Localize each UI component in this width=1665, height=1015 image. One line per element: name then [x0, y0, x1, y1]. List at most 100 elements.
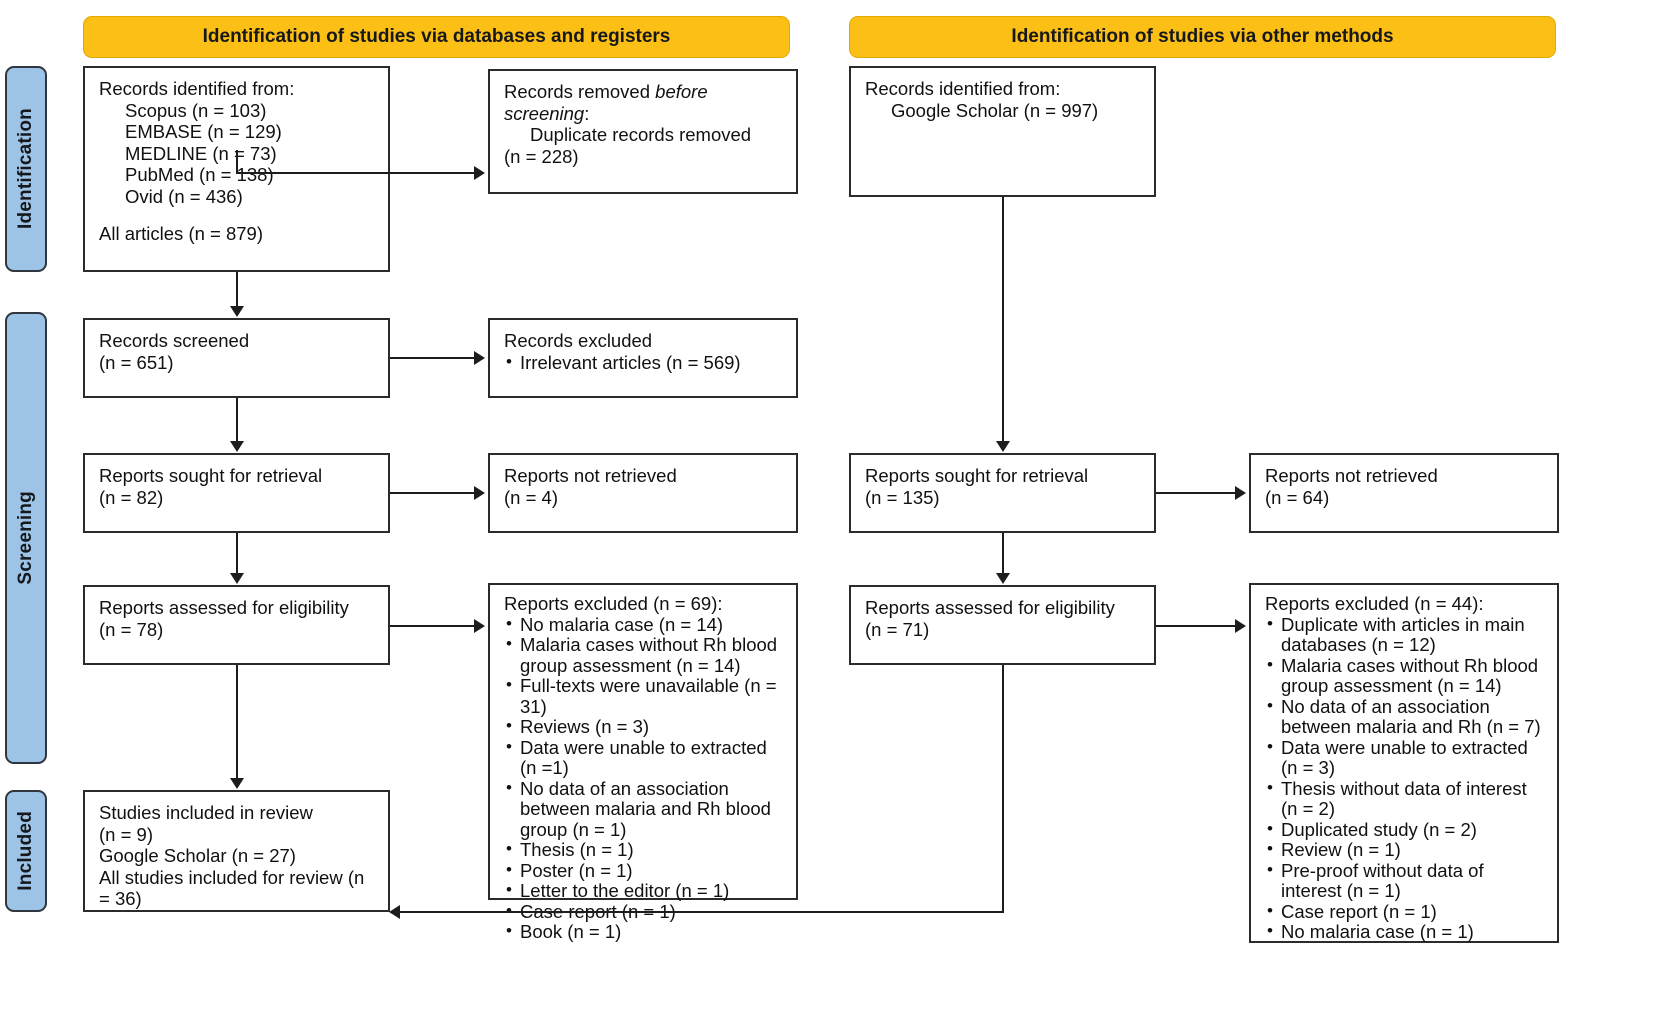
records-identified-title: Records identified from: — [99, 78, 295, 99]
records-removed-detail1: Duplicate records removed — [530, 124, 752, 145]
reports-excluded-left-bullet-0: No malaria case (n = 14) — [504, 614, 784, 636]
reports-excluded-right-bullet-9: No malaria case (n = 1) — [1265, 921, 1545, 943]
connector-right-assessed-to-included — [400, 911, 1004, 913]
section-header-right: Identification of studies via other meth… — [849, 16, 1556, 58]
reports-excluded-left-title: Reports excluded (n = 69): — [504, 593, 723, 614]
connector-sought-to-not-retrieved — [390, 492, 474, 494]
reports-excluded-left-bullet-7: Poster (n = 1) — [504, 860, 784, 882]
stage-label-identification: Identification — [5, 66, 47, 272]
records-identified-source-0: Scopus (n = 103) — [125, 99, 267, 121]
reports-not-retrieved-left-title: Reports not retrieved — [504, 465, 677, 486]
reports-excluded-left-bullet-8: Letter to the editor (n = 1) — [504, 880, 784, 902]
reports-sought-right-title: Reports sought for retrieval — [865, 465, 1089, 486]
reports-excluded-right-bullet-3: Data were unable to extracted (n = 3) — [1265, 737, 1545, 779]
stage-label-included: Included — [5, 790, 47, 912]
records-removed-line2: screening: — [504, 103, 784, 125]
box-studies-included: Studies included in review (n = 9) Googl… — [83, 790, 390, 912]
box-records-excluded: Records excluded Irrelevant articles (n … — [488, 318, 798, 398]
section-header-left: Identification of studies via databases … — [83, 16, 790, 58]
connector-sought-to-assessed — [236, 533, 238, 573]
reports-not-retrieved-right-count: (n = 64) — [1265, 486, 1330, 508]
records-identified-source-3: PubMed (n = 138) — [125, 164, 274, 185]
studies-included-line2: (n = 9) — [99, 823, 153, 845]
arrowhead-right-sought-to-not-retrieved — [1235, 486, 1246, 500]
reports-excluded-left-bullet-5: No data of an association between malari… — [504, 778, 784, 841]
records-excluded-bullet-list: Irrelevant articles (n = 569) — [504, 351, 784, 374]
reports-sought-right-count: (n = 135) — [865, 486, 940, 508]
reports-assessed-right-title: Reports assessed for eligibility — [865, 597, 1115, 618]
reports-assessed-left-count: (n = 78) — [99, 618, 164, 640]
records-identified-total: All articles (n = 879) — [99, 223, 263, 244]
connector-right-sought-to-not-retrieved — [1156, 492, 1235, 494]
connector-right-sought-to-assessed — [1002, 533, 1004, 573]
arrowhead-screened-to-sought — [230, 441, 244, 452]
studies-included-line3: Google Scholar (n = 27) — [99, 845, 296, 866]
box-records-identified-right: Records identified from: Google Scholar … — [849, 66, 1156, 197]
records-removed-line2-italic: screening — [504, 102, 585, 124]
reports-excluded-left-bullet-3: Reviews (n = 3) — [504, 716, 784, 738]
box-records-screened: Records screened (n = 651) — [83, 318, 390, 398]
reports-excluded-right-bullet-2: No data of an association between malari… — [1265, 696, 1545, 738]
records-identified-right-title: Records identified from: — [865, 78, 1061, 99]
connector-right-identified-to-sought — [1002, 197, 1004, 441]
reports-excluded-left-bullet-10: Book (n = 1) — [504, 921, 784, 943]
reports-not-retrieved-left-count: (n = 4) — [504, 486, 558, 508]
connector-left-identified-stub — [236, 150, 238, 174]
arrowhead-right-assessed-to-included — [389, 905, 400, 919]
reports-excluded-left-bullet-1: Malaria cases without Rh blood group ass… — [504, 634, 784, 676]
reports-excluded-right-bullet-4: Thesis without data of interest (n = 2) — [1265, 778, 1545, 820]
box-reports-assessed-right: Reports assessed for eligibility (n = 71… — [849, 585, 1156, 665]
box-records-identified-left: Records identified from: Scopus (n = 103… — [83, 66, 390, 272]
records-removed-detail2: (n = 228) — [504, 145, 579, 167]
reports-excluded-left-bullet-6: Thesis (n = 1) — [504, 839, 784, 861]
records-removed-line1-italic: before — [655, 81, 708, 102]
reports-sought-left-title: Reports sought for retrieval — [99, 465, 323, 486]
connector-left-identified-to-removed — [236, 172, 474, 174]
connector-left-identified-to-screened — [236, 272, 238, 306]
box-reports-sought-left: Reports sought for retrieval (n = 82) — [83, 453, 390, 533]
stage-label-identification-text: Identification — [15, 108, 36, 230]
reports-excluded-right-bullet-5: Duplicated study (n = 2) — [1265, 819, 1545, 841]
arrowhead-identified-to-removed — [474, 166, 485, 180]
connector-assessed-to-included — [236, 665, 238, 778]
reports-excluded-left-bullet-2: Full-texts were unavailable (n = 31) — [504, 675, 784, 717]
box-reports-not-retrieved-right: Reports not retrieved (n = 64) — [1249, 453, 1559, 533]
reports-excluded-right-bullet-8: Case report (n = 1) — [1265, 901, 1545, 923]
arrowhead-sought-to-assessed — [230, 573, 244, 584]
records-identified-right-source-0: Google Scholar (n = 997) — [891, 99, 1099, 121]
records-identified-source-1: EMBASE (n = 129) — [125, 121, 282, 142]
reports-excluded-left-bullet-4: Data were unable to extracted (n =1) — [504, 737, 784, 779]
box-reports-sought-right: Reports sought for retrieval (n = 135) — [849, 453, 1156, 533]
reports-excluded-right-bullet-0: Duplicate with articles in main database… — [1265, 614, 1545, 656]
records-excluded-bullet-0: Irrelevant articles (n = 569) — [504, 351, 784, 374]
connector-right-assessed-down — [1002, 665, 1004, 912]
box-records-removed: Records removed before screening: Duplic… — [488, 69, 798, 194]
reports-assessed-left-title: Reports assessed for eligibility — [99, 597, 349, 618]
box-reports-excluded-left: Reports excluded (n = 69): No malaria ca… — [488, 583, 798, 942]
records-screened-count: (n = 651) — [99, 351, 174, 373]
reports-excluded-left-bullet-list: No malaria case (n = 14) Malaria cases w… — [504, 614, 784, 943]
studies-included-line4: All studies included for review (n = 36) — [99, 866, 370, 910]
box-reports-excluded-right: Reports excluded (n = 44): Duplicate wit… — [1249, 583, 1559, 943]
arrowhead-identified-to-screened — [230, 306, 244, 317]
records-removed-line1-text: Records removed — [504, 81, 656, 102]
studies-included-line1: Studies included in review — [99, 802, 313, 823]
records-excluded-title: Records excluded — [504, 330, 653, 351]
arrowhead-assessed-to-excluded — [474, 619, 485, 633]
records-removed-line1: Records removed before — [504, 81, 784, 103]
reports-assessed-right-count: (n = 71) — [865, 618, 930, 640]
arrowhead-screened-to-excluded — [474, 351, 485, 365]
box-reports-assessed-left: Reports assessed for eligibility (n = 78… — [83, 585, 390, 665]
records-identified-source-2: MEDLINE (n = 73) — [125, 142, 277, 164]
reports-excluded-right-bullet-7: Pre-proof without data of interest (n = … — [1265, 860, 1545, 902]
connector-screened-to-excluded — [390, 357, 474, 359]
reports-sought-left-count: (n = 82) — [99, 486, 164, 508]
reports-excluded-right-bullet-list: Duplicate with articles in main database… — [1265, 614, 1545, 943]
stage-label-screening-text: Screening — [15, 491, 36, 585]
connector-assessed-to-excluded — [390, 625, 474, 627]
records-identified-source-4: Ovid (n = 436) — [125, 185, 243, 207]
reports-excluded-right-title: Reports excluded (n = 44): — [1265, 593, 1484, 614]
arrowhead-sought-to-not-retrieved — [474, 486, 485, 500]
records-removed-line2-rest: : — [584, 102, 590, 124]
